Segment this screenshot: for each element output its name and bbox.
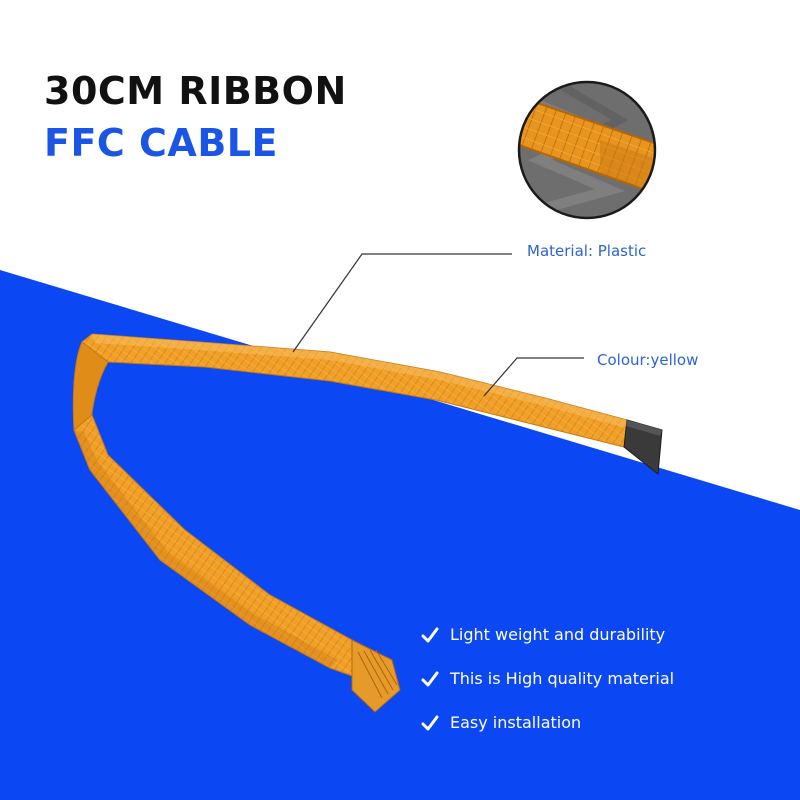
- blue-band: [0, 270, 800, 800]
- ribbon-cable: [72, 333, 663, 713]
- colour-callout: Colour:yellow: [597, 351, 699, 369]
- check-icon: [421, 715, 439, 731]
- title-line-1: 30CM RIBBON: [44, 69, 347, 113]
- feature-label: Light weight and durability: [450, 625, 666, 644]
- material-leader-line: [292, 253, 512, 353]
- title-line-2: FFC CABLE: [44, 121, 278, 165]
- material-callout: Material: Plastic: [527, 242, 647, 260]
- feature-label: This is High quality material: [450, 669, 675, 688]
- material-zoom-circle: [519, 82, 655, 218]
- feature-label: Easy installation: [450, 713, 582, 732]
- check-icon: [421, 671, 439, 687]
- check-icon: [421, 627, 439, 643]
- colour-leader-line: [483, 357, 584, 397]
